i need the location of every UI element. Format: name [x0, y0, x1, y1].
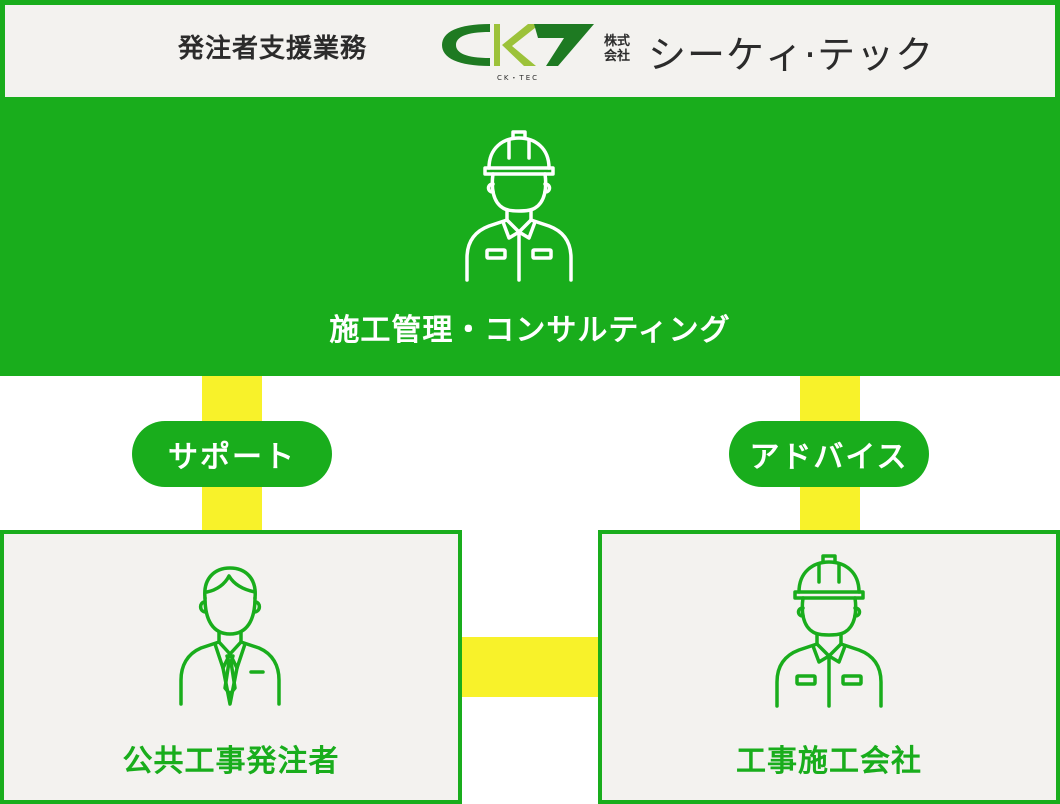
advice-badge: アドバイス	[729, 421, 929, 487]
businessman-icon	[173, 562, 288, 712]
company-type-label: 株式会社	[604, 34, 631, 64]
company-name: シーケィ·テック	[648, 33, 935, 77]
worker-helmet-icon	[769, 552, 889, 712]
logo-caption: CK・TEC	[497, 74, 539, 82]
consultant-label: 施工管理・コンサルティング	[329, 313, 731, 348]
company-logo: CK・TEC	[438, 18, 598, 86]
contractor-label: 工事施工会社	[736, 744, 922, 779]
client-label: 公共工事発注者	[122, 744, 340, 779]
ck-tec-logo-icon: CK・TEC	[442, 24, 594, 82]
support-badge: サポート	[132, 421, 332, 487]
worker-helmet-icon	[459, 128, 579, 288]
connector-middle	[460, 637, 600, 697]
header-title: 発注者支援業務	[178, 34, 368, 64]
header-panel	[5, 5, 1055, 97]
